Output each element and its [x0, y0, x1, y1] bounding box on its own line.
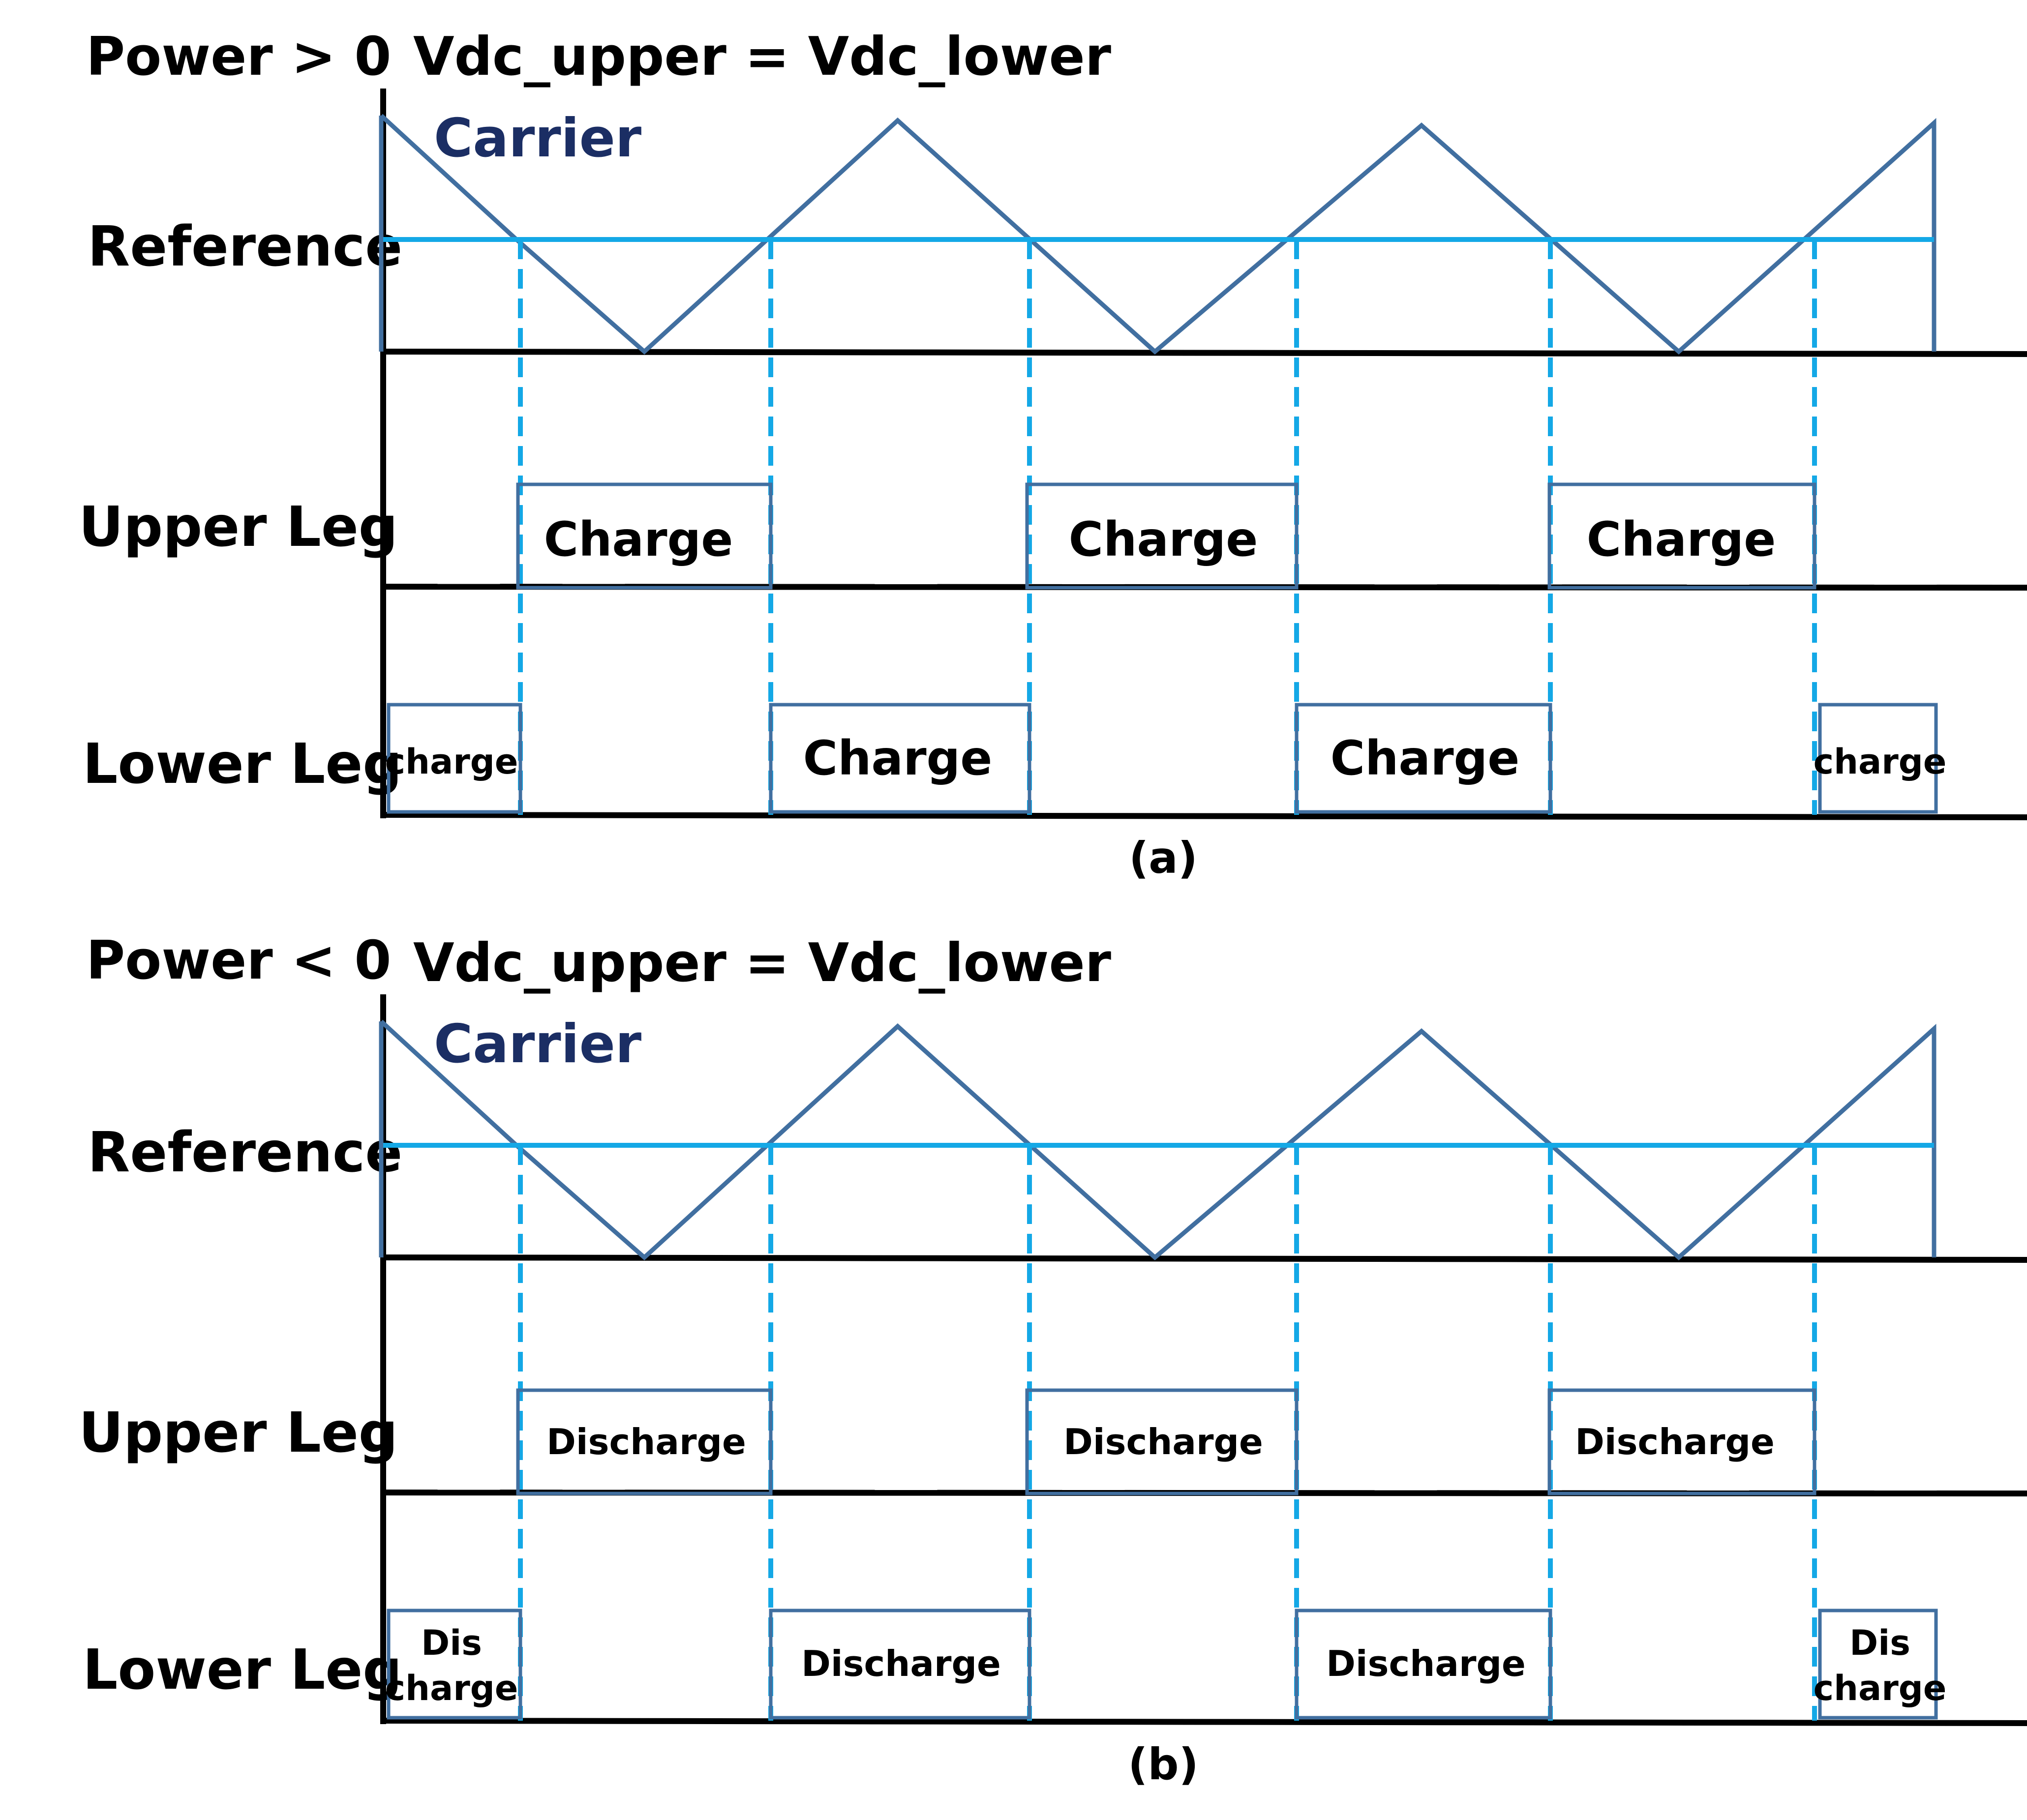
- panel-b-carrier-label: Carrier: [434, 1014, 641, 1075]
- panel-a-upper-pulse-3-label: Charge: [1587, 512, 1776, 567]
- panel-a-lower-pulse-3-label: Charge: [1331, 731, 1520, 786]
- panel-a-lower-pulse-1: [387, 703, 522, 814]
- panel-b-lower-pulse-3: [1295, 1609, 1552, 1720]
- panel-b-caption: (b): [1128, 1739, 1198, 1790]
- panel-a-label-lower-leg: Lower Leg: [83, 732, 402, 796]
- panel-a-label-upper-leg: Upper Leg: [79, 495, 398, 559]
- panel-b-lower-pulse-4: [1818, 1609, 1938, 1720]
- panel-a-upper-pulse-1-label: Charge: [544, 512, 733, 567]
- panel-b-upper-pulse-1: [516, 1388, 773, 1495]
- pulse-label-line: charge: [1814, 1668, 1947, 1708]
- panel-a-lower-baseline: [383, 812, 2027, 820]
- pulse-label-line: charge: [385, 1668, 518, 1708]
- panel-a-caption: (a): [1129, 833, 1198, 883]
- pulse-label-line: Dis: [421, 1623, 482, 1663]
- panel-b-upper-pulse-2-label: Discharge: [1063, 1421, 1263, 1462]
- panel-b-lower-pulse-3-label: Discharge: [1326, 1643, 1526, 1684]
- panel-b-upper-pulse-3-label: Discharge: [1575, 1421, 1775, 1462]
- panel-a-lower-pulse-3: [1295, 703, 1552, 814]
- panel-b-lower-pulse-2: [769, 1609, 1031, 1720]
- panel-a-carrier-wave: [379, 114, 1936, 355]
- panel-a-lower-pulse-2-label: Charge: [803, 731, 993, 786]
- panel-b-lower-pulse-2-label: Discharge: [801, 1643, 1001, 1684]
- panel-a-upper-pulse-1: [516, 482, 773, 590]
- panel-a-lower-pulse-2: [769, 703, 1031, 814]
- panel-a-lower-pulse-1-label: charge: [385, 742, 518, 782]
- panel-b-title-vdc: Vdc_upper = Vdc_lower: [413, 932, 1111, 994]
- panel-a-upper-pulse-3: [1547, 482, 1816, 590]
- panel-a-title-power: Power > 0: [86, 26, 391, 88]
- panel-a-label-reference: Reference: [88, 215, 402, 279]
- pulse-label-line: Dis: [1849, 1623, 1910, 1663]
- panel-a-lower-pulse-4-label: charge: [1814, 742, 1947, 782]
- panel-a: Power > 0 Vdc_upper = Vdc_lower Referenc…: [79, 26, 2027, 883]
- panel-b-upper-pulse-3: [1547, 1388, 1816, 1495]
- panel-b-carrier-wave: [379, 1019, 1936, 1261]
- panel-a-upper-pulse-2: [1025, 482, 1299, 590]
- panel-b-title-power: Power < 0: [86, 930, 391, 991]
- panel-b-carrier-baseline: [383, 1254, 2027, 1263]
- panel-b-upper-pulse-2: [1025, 1388, 1299, 1495]
- panel-a-carrier-baseline: [383, 349, 2027, 357]
- panel-b-lower-pulse-1: [387, 1609, 522, 1720]
- panel-b: Power < 0 Vdc_upper = Vdc_lower Referenc…: [79, 930, 2027, 1790]
- panel-a-carrier-label: Carrier: [434, 108, 641, 169]
- panel-a-upper-pulse-2-label: Charge: [1069, 512, 1258, 567]
- panel-b-lower-pulse-4-label: Dis charge: [1814, 1623, 1947, 1708]
- panel-b-label-reference: Reference: [88, 1121, 402, 1185]
- panel-b-upper-pulse-1-label: Discharge: [546, 1421, 746, 1462]
- panel-b-label-upper-leg: Upper Leg: [79, 1401, 398, 1465]
- panel-b-lower-pulse-1-label: Dis charge: [385, 1623, 518, 1708]
- panel-a-title-vdc: Vdc_upper = Vdc_lower: [413, 26, 1111, 88]
- panel-a-lower-pulse-4: [1818, 703, 1938, 814]
- panel-b-lower-baseline: [383, 1718, 2027, 1726]
- panel-b-label-lower-leg: Lower Leg: [83, 1638, 402, 1702]
